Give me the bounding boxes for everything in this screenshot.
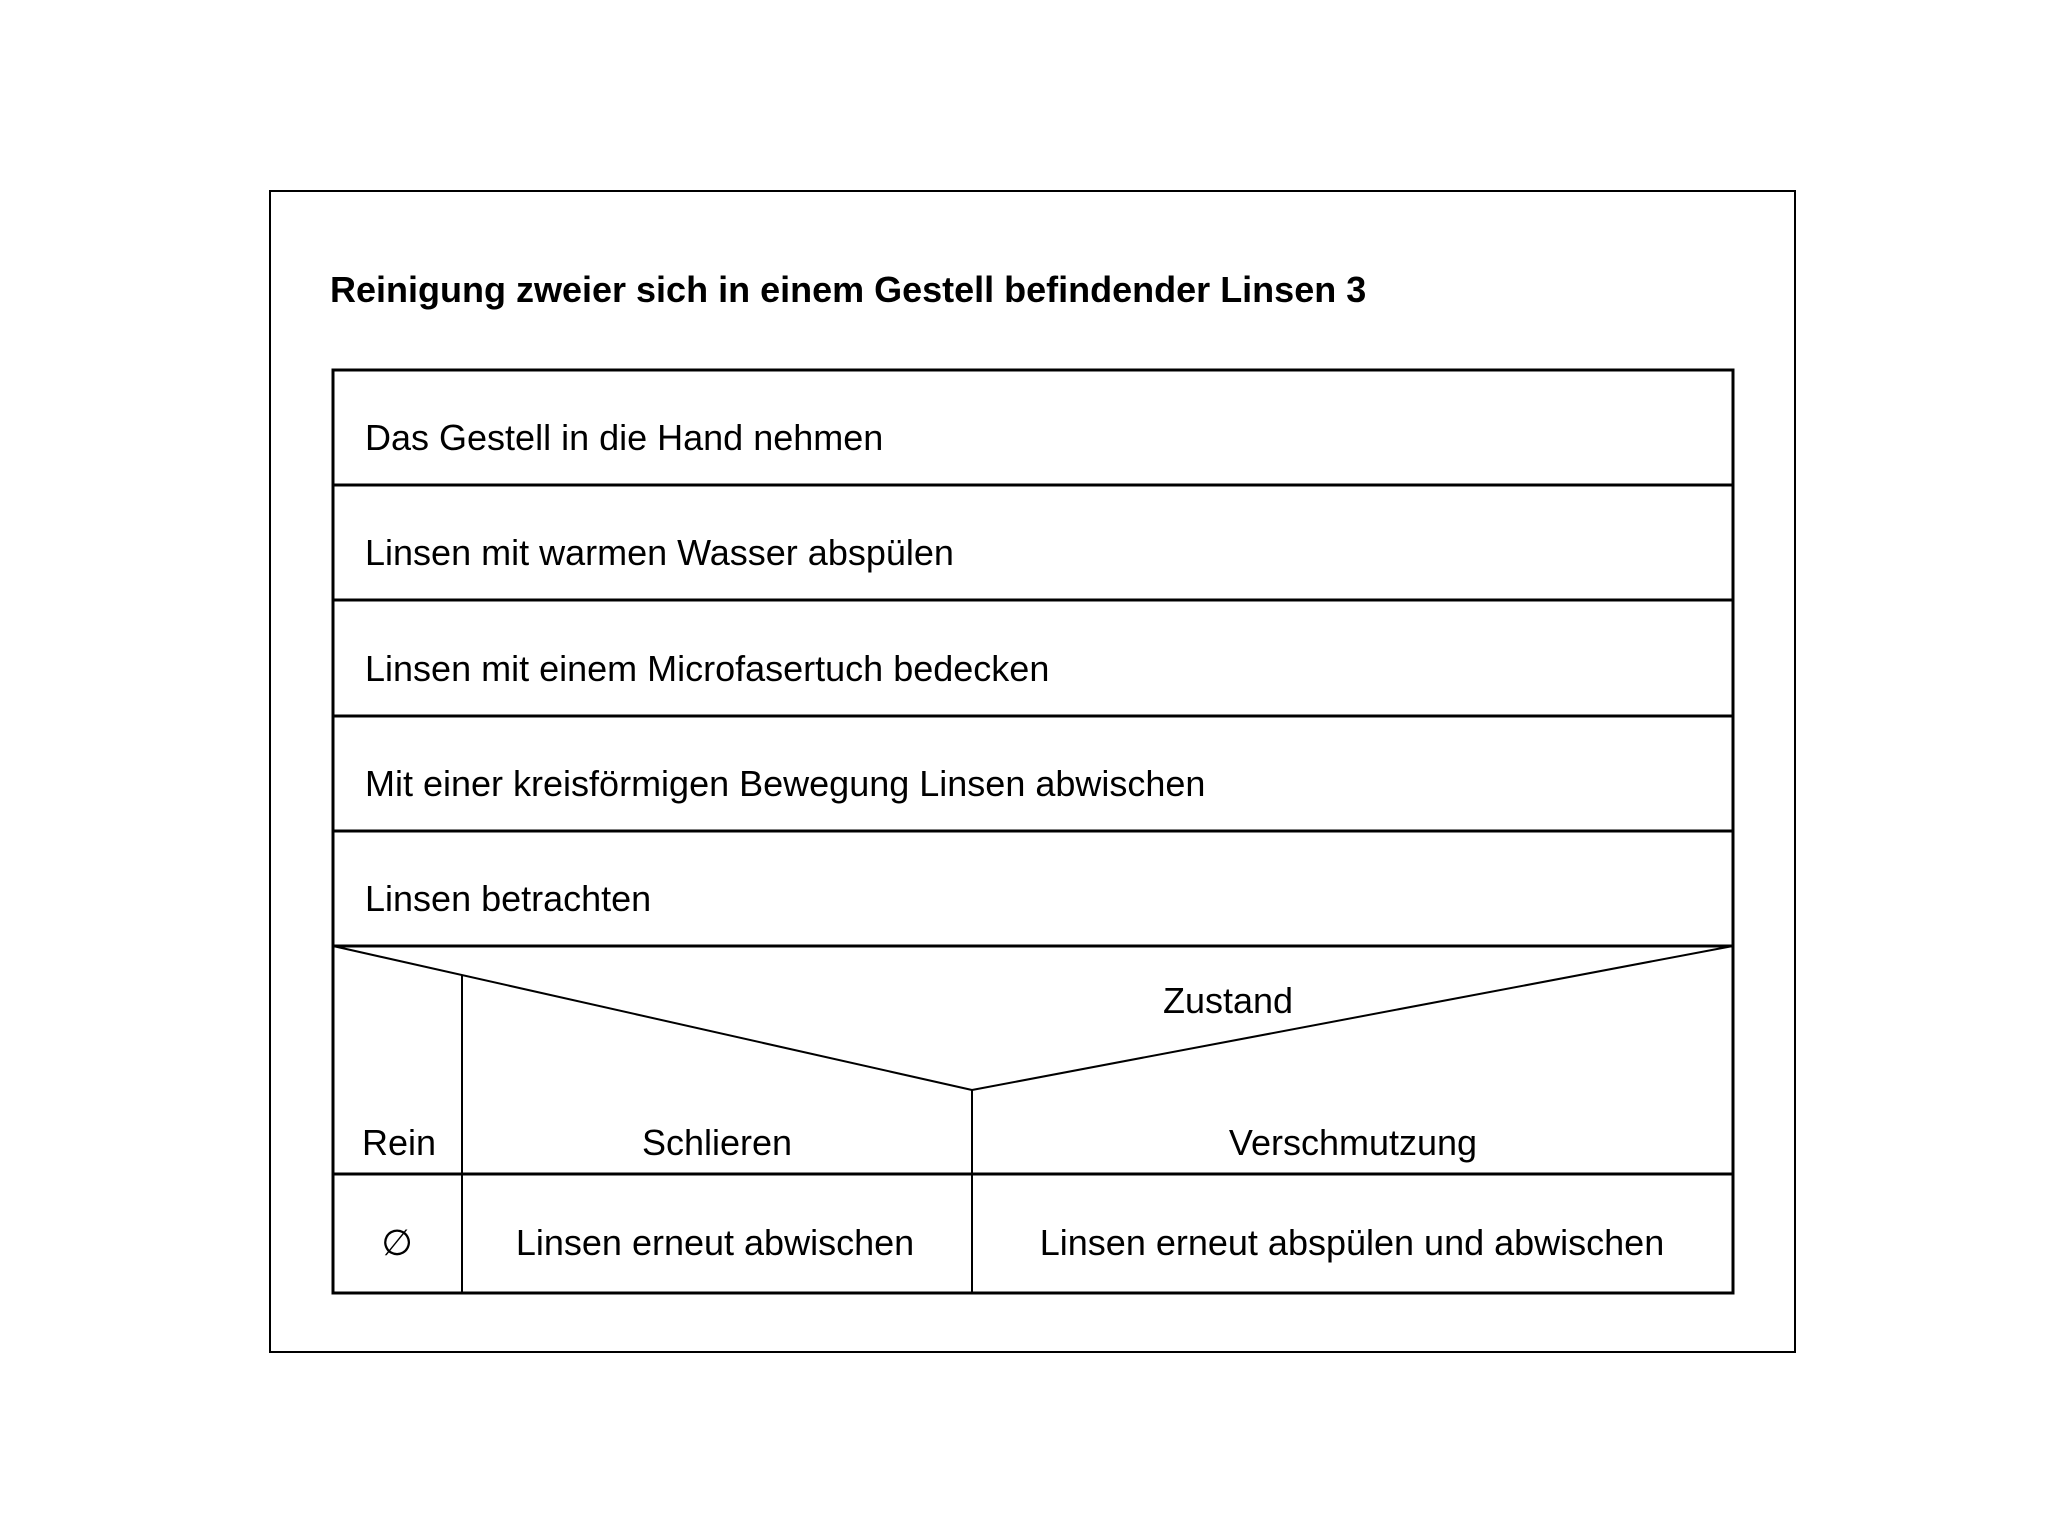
diagram-title: Reinigung zweier sich in einem Gestell b…: [330, 269, 1366, 310]
step-block-1: Das Gestell in die Hand nehmen: [333, 417, 1733, 487]
step-text-5: Linsen betrachten: [365, 878, 651, 919]
case-action-empty-set-icon: ∅: [381, 1222, 412, 1263]
case-label-schlieren: Schlieren: [642, 1122, 792, 1163]
step-block-3: Linsen mit einem Microfasertuch bedecken: [333, 648, 1733, 718]
step-text-3: Linsen mit einem Microfasertuch bedecken: [365, 648, 1049, 689]
step-block-2: Linsen mit warmen Wasser abspülen: [333, 532, 1733, 602]
step-block-4: Mit einer kreisförmigen Bewegung Linsen …: [333, 763, 1733, 833]
step-text-2: Linsen mit warmen Wasser abspülen: [365, 532, 954, 573]
case-label-verschmutzung: Verschmutzung: [1229, 1122, 1477, 1163]
decision-diagonal-right: [971, 945, 1734, 1091]
case-action-verschmutzung: Linsen erneut abspülen und abwischen: [1040, 1222, 1664, 1263]
decision-diagonal-left: [332, 945, 973, 1091]
step-text-1: Das Gestell in die Hand nehmen: [365, 417, 883, 458]
decision-block: Zustand Rein Schlieren Verschmutzung ∅ L…: [332, 945, 1734, 1293]
decision-condition: Zustand: [1163, 980, 1293, 1021]
step-text-4: Mit einer kreisförmigen Bewegung Linsen …: [365, 763, 1205, 804]
case-label-rein: Rein: [362, 1122, 436, 1163]
case-action-schlieren: Linsen erneut abwischen: [516, 1222, 914, 1263]
diagram-frame: [269, 190, 1796, 1353]
step-block-5: Linsen betrachten: [333, 878, 1733, 948]
